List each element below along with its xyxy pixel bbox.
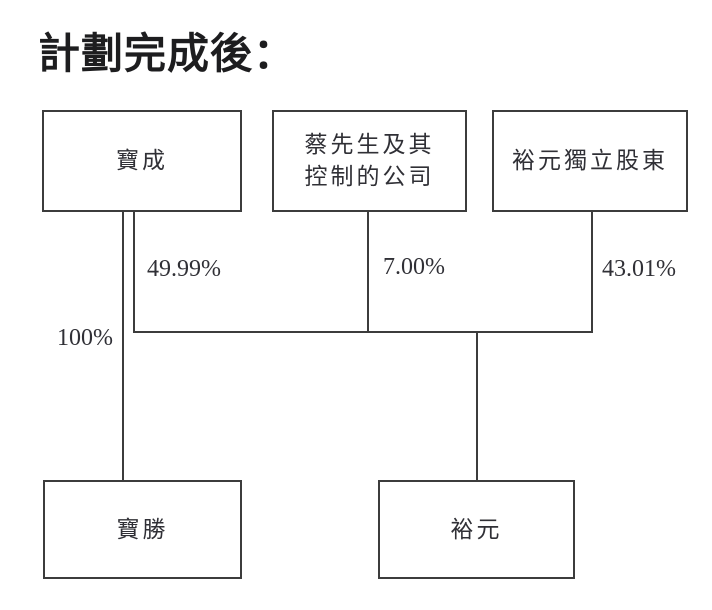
ownership-label-independent-in-yue-yuen: 43.01% xyxy=(602,256,676,282)
node-pou-sheng: 寶勝 xyxy=(43,480,242,579)
edge-tsai-to-yue-yuen-drop xyxy=(367,212,369,333)
edge-independent-to-yue-yuen-drop xyxy=(591,212,593,333)
node-yue-yuen-independent-shareholders: 裕元獨立股東 xyxy=(492,110,688,212)
edge-pou-chen-to-pou-sheng xyxy=(122,212,124,480)
edge-bus-to-yue-yuen xyxy=(476,333,478,480)
node-yue-yuen-independent-shareholders-label: 裕元獨立股東 xyxy=(512,148,668,173)
node-tsai-and-controlled-companies: 蔡先生及其 控制的公司 xyxy=(272,110,467,212)
node-yue-yuen: 裕元 xyxy=(378,480,575,579)
node-yue-yuen-label: 裕元 xyxy=(450,516,503,542)
edge-pou-chen-to-yue-yuen-drop xyxy=(133,212,135,333)
ownership-label-pou-chen-in-pou-sheng: 100% xyxy=(57,325,113,351)
node-pou-chen: 寶成 xyxy=(42,110,242,212)
node-pou-sheng-label: 寶勝 xyxy=(116,516,169,542)
node-tsai-label-line2: 控制的公司 xyxy=(304,164,435,189)
node-pou-chen-label: 寶成 xyxy=(116,148,168,173)
diagram-title: 計劃完成後： xyxy=(38,30,297,77)
edge-horizontal-bus xyxy=(133,331,593,333)
ownership-label-pou-chen-in-yue-yuen: 49.99% xyxy=(147,256,221,282)
ownership-label-tsai-in-yue-yuen: 7.00% xyxy=(383,254,445,280)
node-tsai-label-line1: 蔡先生及其 xyxy=(304,132,435,157)
